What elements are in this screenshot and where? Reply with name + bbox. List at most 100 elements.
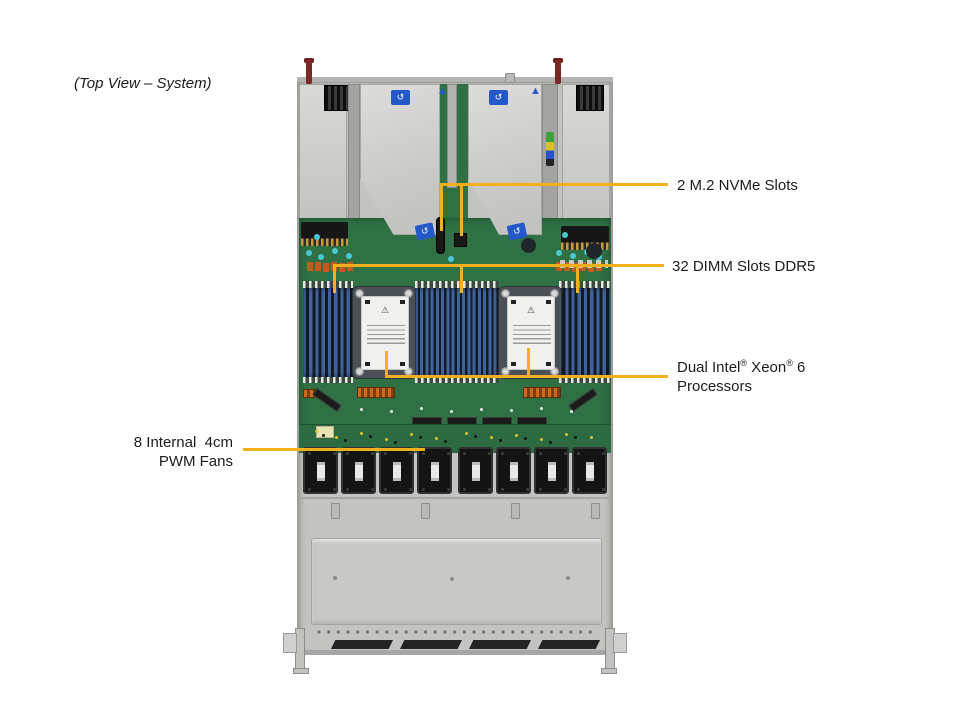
heatsink-screw: [501, 289, 510, 298]
view-note: (Top View – System): [74, 75, 212, 92]
fan-label: [430, 462, 439, 481]
capacitors-teal: [556, 250, 562, 256]
capacitors-teal: [306, 250, 312, 256]
warning-triangle-label-icon: ▲: [437, 85, 448, 97]
cover-instruction-text: [367, 325, 405, 347]
heatsink-screw: [501, 367, 510, 376]
dimm-bank-right: [559, 288, 610, 377]
drive-bay-cover: [311, 538, 602, 625]
center-strut: [447, 84, 457, 188]
standoff-dots: [360, 408, 363, 411]
chassis-seam: [299, 497, 611, 499]
fan-wires-dark: [322, 434, 325, 437]
fan-screws: [308, 452, 311, 455]
callout-line-cpu-riser2: [527, 348, 530, 378]
cover-mark: [365, 362, 370, 366]
cover-mark: [365, 300, 370, 304]
caution-icon: ⚠: [380, 305, 390, 315]
chassis-tab: [591, 503, 600, 519]
recycle-glyph: ↺: [420, 225, 430, 237]
fan-label: [585, 462, 594, 481]
callout-label-cpu-line2: Processors: [677, 378, 753, 395]
heatsink-screw: [355, 289, 364, 298]
inductor: [521, 238, 536, 253]
psu-right-fan-grille-icon: [576, 85, 604, 111]
dimm-bank-middle: [415, 288, 499, 377]
capacitors-orange: [307, 262, 313, 271]
fan-1: [303, 447, 338, 494]
cover-mark: [546, 362, 551, 366]
callout-label-cpu-line1: Dual Intel® Xeon® 6: [677, 358, 806, 377]
fan-screws: [539, 452, 542, 455]
dimm-latch-row: [415, 281, 499, 288]
chassis-tab: [421, 503, 430, 519]
psu-left-fan-grille-icon: [324, 85, 352, 111]
recycle-glyph: ↺: [512, 225, 522, 237]
cover-mark: [400, 362, 405, 366]
fan-label: [354, 462, 363, 481]
callout-label-m2: 2 M.2 NVMe Slots: [677, 177, 798, 194]
callout-line-dimm-drop1: [333, 264, 336, 293]
fan-screws: [577, 452, 580, 455]
recycle-label-icon: ↺: [391, 90, 410, 105]
cpu-socket-cover: ⚠: [507, 296, 555, 370]
callout-line-m2-drop2: [460, 183, 463, 236]
callout-label-cpu: Dual Intel® Xeon® 6 Processors: [677, 358, 805, 396]
dimm-latch-row: [415, 377, 499, 383]
chassis-tab: [511, 503, 520, 519]
dimm-latch-row: [559, 281, 610, 288]
callout-label-fans-line2: PWM Fans: [158, 453, 233, 470]
cover-mark: [511, 362, 516, 366]
cpu-socket-2: ⚠: [498, 286, 562, 379]
fan-label: [316, 462, 325, 481]
fan-screws: [384, 452, 387, 455]
fan-screws: [346, 452, 349, 455]
cover-mark: [400, 300, 405, 304]
front-slot: [331, 640, 393, 649]
fan-5: [458, 447, 493, 494]
callout-line-dimm-drop3: [576, 264, 579, 293]
fan-4: [417, 447, 452, 494]
callout-line-dimm: [333, 264, 664, 267]
fan-7: [534, 447, 569, 494]
front-slot: [400, 640, 462, 649]
cover-mark: [546, 300, 551, 304]
chassis-bottom-edge: [299, 650, 611, 655]
fan-label: [471, 462, 480, 481]
fan-label: [547, 462, 556, 481]
callout-line-cpu: [385, 375, 668, 378]
callout-line-fans: [243, 448, 425, 451]
callout-label-fans: 8 Internal 4cm PWM Fans: [95, 433, 233, 471]
heatsink-screw: [404, 367, 413, 376]
rack-ear-left-foot: [293, 668, 309, 674]
heatsink-screw: [550, 367, 559, 376]
front-slot: [538, 640, 600, 649]
fan-wires-yellow: [315, 430, 318, 433]
fan-6: [496, 447, 531, 494]
psu-handle-right: [555, 60, 561, 84]
callout-label-dimm: 32 DIMM Slots DDR5: [672, 258, 816, 275]
recycle-glyph: ↺: [396, 92, 405, 102]
chassis-tab: [331, 503, 340, 519]
fan-screws: [463, 452, 466, 455]
rack-ear-right-tab: [613, 633, 627, 653]
fan-label: [509, 462, 518, 481]
fan-screws: [422, 452, 425, 455]
panel-screws: [333, 576, 337, 580]
rack-ear-left-tab: [283, 633, 297, 653]
callout-line-m2-drop1: [440, 183, 443, 231]
front-vent-holes: [315, 627, 597, 638]
cpu-socket-1: ⚠: [352, 286, 416, 379]
heatsink-screw: [404, 289, 413, 298]
recycle-glyph: ↺: [494, 92, 503, 102]
psu-edge-connector-right: [561, 226, 609, 250]
fan-label: [392, 462, 401, 481]
cable-bundle: [546, 132, 554, 166]
cover-mark: [511, 300, 516, 304]
dimm-latch-row: [559, 377, 610, 383]
fan-screws: [501, 452, 504, 455]
callout-label-fans-line1: 8 Internal 4cm: [133, 434, 233, 451]
power-connector: [357, 387, 395, 398]
psu-handle-left: [306, 60, 312, 84]
